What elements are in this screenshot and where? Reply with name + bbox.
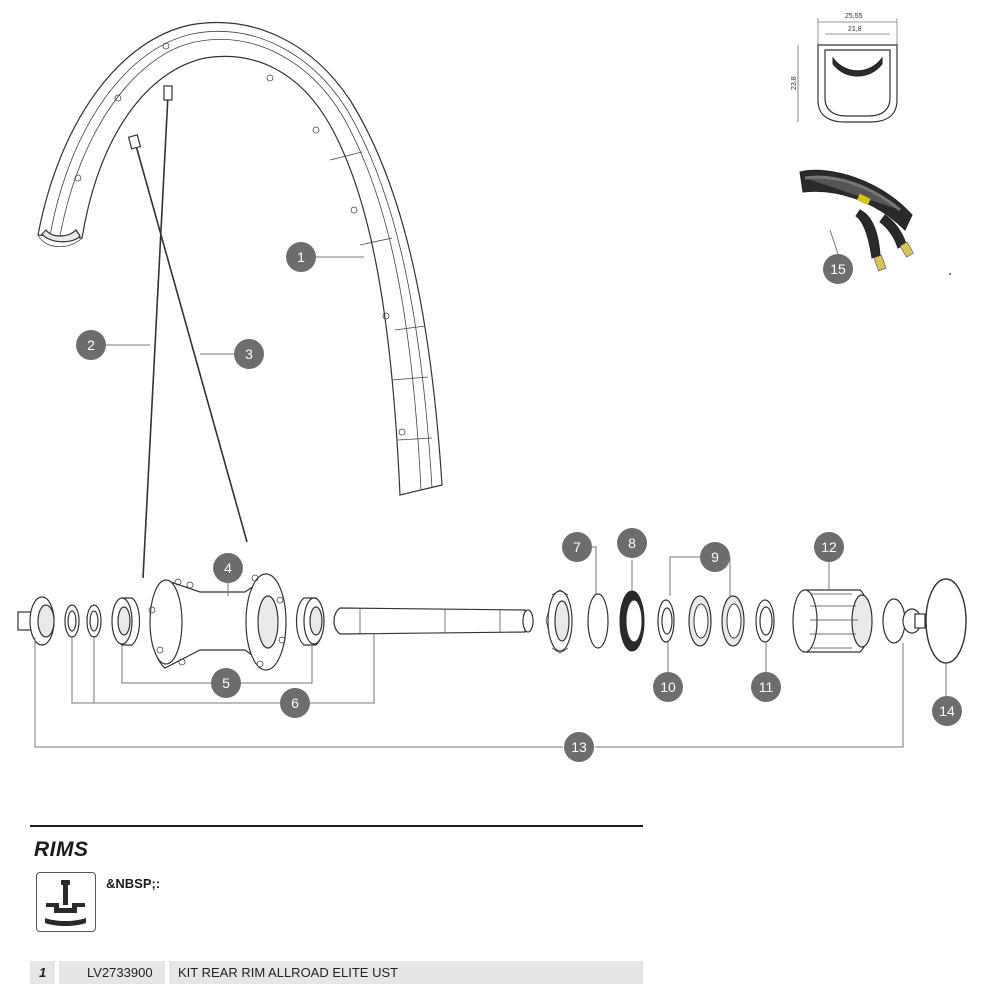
callout-8: 8	[617, 528, 647, 558]
callout-7: 7	[562, 532, 592, 562]
callout-12: 12	[814, 532, 844, 562]
icon-note: &NBSP;:	[106, 876, 161, 891]
callout-2: 2	[76, 330, 106, 360]
svg-text:9: 9	[711, 549, 719, 565]
part-description-cell: KIT REAR RIM ALLROAD ELITE UST	[169, 961, 643, 984]
callout-1: 1	[286, 242, 316, 272]
part-number-cell: 1	[30, 961, 55, 984]
rim-profile-drawing: 25,55 21,8 23,8	[791, 13, 898, 123]
svg-text:12: 12	[821, 539, 837, 555]
svg-text:2: 2	[87, 337, 95, 353]
svg-text:1: 1	[297, 249, 305, 265]
svg-text:13: 13	[571, 739, 587, 755]
svg-text:8: 8	[628, 535, 636, 551]
callout-15: 15	[823, 254, 853, 284]
svg-text:6: 6	[291, 695, 299, 711]
svg-text:5: 5	[222, 675, 230, 691]
callout-4: 4	[213, 553, 243, 583]
svg-text:14: 14	[939, 703, 955, 719]
tubeless-valve-icon	[36, 872, 96, 932]
hub-assembly-drawing	[17, 573, 967, 671]
callout-14: 14	[932, 696, 962, 726]
svg-text:3: 3	[245, 346, 253, 362]
part-code-cell: LV2733900	[59, 961, 165, 984]
rim-height-label: 23,8	[791, 76, 798, 90]
rim-inner-width-label: 21,8	[848, 26, 862, 33]
callout-6: 6	[280, 688, 310, 718]
svg-text:11: 11	[759, 679, 774, 695]
callout-10: 10	[653, 672, 683, 702]
svg-text:7: 7	[573, 539, 581, 555]
callout-3: 3	[234, 339, 264, 369]
section-title: RIMS	[34, 838, 89, 861]
exploded-parts-diagram: 25,55 21,8 23,8	[17, 13, 967, 762]
rim-outer-width-label: 25,55	[845, 13, 863, 20]
section-divider	[30, 825, 643, 827]
callout-13: 13	[564, 732, 594, 762]
spokes-drawing	[127, 85, 248, 579]
callout-9: 9	[700, 542, 730, 572]
callout-5: 5	[211, 668, 241, 698]
table-row: 1 LV2733900 KIT REAR RIM ALLROAD ELITE U…	[30, 961, 643, 984]
tubeless-valve-drawing	[799, 169, 951, 275]
rim-drawing	[37, 21, 443, 496]
svg-text:15: 15	[830, 261, 846, 277]
svg-text:4: 4	[224, 560, 232, 576]
callout-11: 11	[751, 672, 781, 702]
leader-lines	[34, 229, 947, 748]
svg-text:10: 10	[660, 679, 676, 695]
